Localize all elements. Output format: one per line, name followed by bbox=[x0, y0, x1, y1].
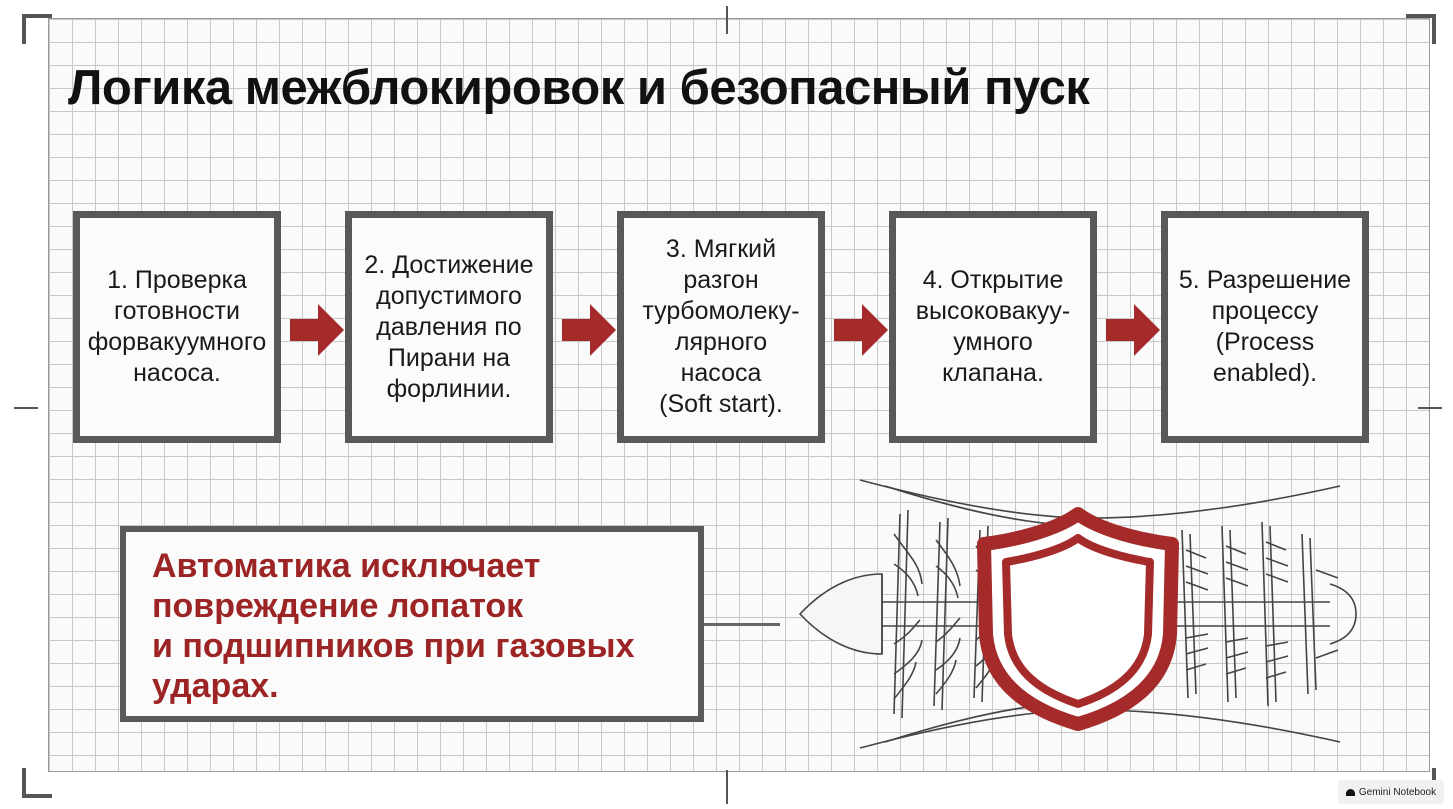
step-line: 1. Проверка bbox=[107, 266, 247, 294]
step-box-4: 4. Открытие высоковакуу- умного клапана. bbox=[889, 211, 1097, 443]
callout-line: ударах. bbox=[152, 667, 279, 705]
callout-connector-line bbox=[704, 623, 780, 626]
step-line: (Process bbox=[1215, 328, 1315, 356]
step-line: 5. Разрешение bbox=[1178, 266, 1352, 294]
step-box-5: 5. Разрешение процессу (Process enabled)… bbox=[1161, 211, 1369, 443]
step-line: 3. Мягкий bbox=[665, 235, 777, 263]
arrow-right-icon bbox=[290, 304, 344, 356]
step-line: насоса. bbox=[133, 359, 221, 387]
step-box-2: 2. Достижение допустимого давления по Пи… bbox=[345, 211, 553, 443]
step-line: допустимого bbox=[376, 281, 522, 310]
step-box-1: 1. Проверка готовности форвакуумного нас… bbox=[73, 211, 281, 443]
step-line: (Soft start). bbox=[659, 390, 783, 418]
step-line: 4. Открытие bbox=[922, 266, 1064, 294]
step-text: 1. Проверка готовности форвакуумного нас… bbox=[88, 265, 267, 389]
corner-bracket-top-left bbox=[22, 14, 52, 44]
arrow-right-icon bbox=[562, 304, 616, 356]
step-line: клапана. bbox=[942, 359, 1044, 387]
tick-mark-left bbox=[14, 407, 38, 409]
step-line: enabled). bbox=[1212, 359, 1318, 387]
turbine-shield-illustration bbox=[798, 479, 1357, 749]
page-title: Логика межблокировок и безопасный пуск bbox=[68, 61, 1090, 115]
callout-line: и подшипников при газовых bbox=[152, 627, 635, 665]
step-line: форлинии. bbox=[386, 374, 512, 403]
step-line: разгон bbox=[683, 266, 759, 294]
watermark-text: Gemini Notebook bbox=[1358, 786, 1437, 798]
step-text: 2. Достижение допустимого давления по Пи… bbox=[364, 250, 533, 405]
notebook-logo-icon bbox=[1345, 788, 1355, 796]
tick-mark-right bbox=[1418, 407, 1442, 409]
corner-bracket-bottom-left bbox=[22, 768, 52, 798]
step-text: 5. Разрешение процессу (Process enabled)… bbox=[1179, 265, 1351, 389]
callout-box: Автоматика исключает повреждение лопаток… bbox=[120, 526, 704, 722]
step-line: высоковакуу- bbox=[915, 297, 1071, 325]
step-line: Пирани на bbox=[387, 343, 511, 372]
step-line: 2. Достижение bbox=[364, 250, 534, 279]
arrow-right-icon bbox=[1106, 304, 1160, 356]
callout-line: Автоматика исключает bbox=[152, 547, 541, 585]
step-text: 3. Мягкий разгон турбомолеку- лярного на… bbox=[632, 234, 810, 420]
callout-line: повреждение лопаток bbox=[152, 587, 524, 625]
corner-bracket-top-right bbox=[1406, 14, 1436, 44]
step-line: турбомолеку- bbox=[642, 297, 800, 325]
watermark-badge: Gemini Notebook bbox=[1338, 780, 1444, 804]
step-line: лярного насоса bbox=[674, 328, 768, 387]
arrow-right-icon bbox=[834, 304, 888, 356]
step-line: давления по bbox=[376, 312, 522, 341]
shield-icon bbox=[977, 507, 1179, 731]
tick-mark-bottom bbox=[726, 770, 728, 804]
step-line: процессу bbox=[1211, 297, 1319, 325]
tick-mark-top bbox=[726, 6, 728, 34]
step-line: готовности bbox=[114, 297, 240, 325]
step-box-3: 3. Мягкий разгон турбомолеку- лярного на… bbox=[617, 211, 825, 443]
step-text: 4. Открытие высоковакуу- умного клапана. bbox=[916, 265, 1071, 389]
step-line: умного bbox=[953, 328, 1033, 356]
step-line: форвакуумного bbox=[87, 328, 267, 356]
